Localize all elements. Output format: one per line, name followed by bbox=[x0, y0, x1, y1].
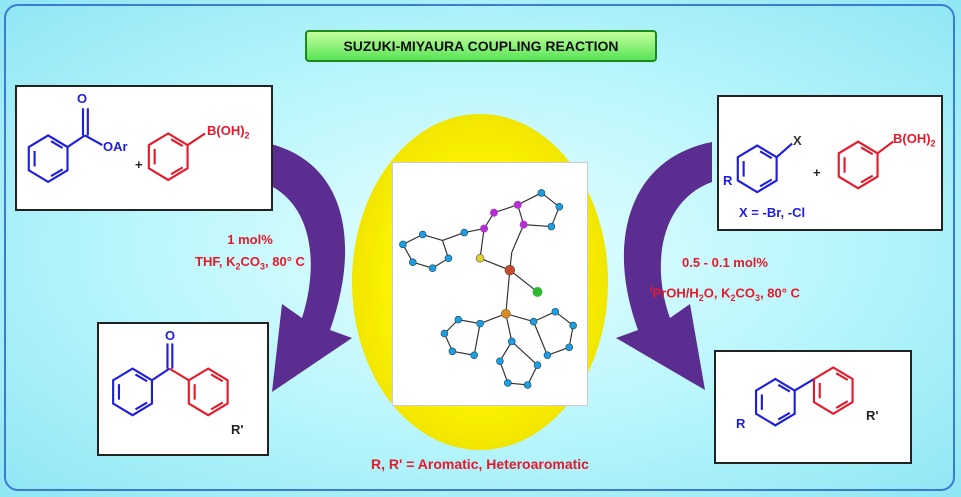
left-catalyst-loading: 1 mol% bbox=[227, 232, 273, 247]
right-arrow bbox=[616, 142, 712, 390]
right-conditions: iPrOH/H2O, K2CO3, 80° C bbox=[650, 284, 800, 303]
reactant-r-group: R bbox=[723, 173, 733, 188]
left-reactants-box: O OAr + B(OH)2 bbox=[15, 85, 273, 211]
product-r-group: R bbox=[736, 416, 746, 431]
crystal-structure-icon bbox=[399, 189, 577, 389]
biaryl-product-icon bbox=[755, 366, 854, 427]
carbonyl-oxygen-label: O bbox=[77, 91, 88, 106]
plus-sign-right: + bbox=[813, 165, 821, 180]
product-carbonyl-oxygen: O bbox=[165, 328, 176, 343]
ester-group-label: OAr bbox=[103, 139, 128, 154]
right-product-box: R R' bbox=[714, 350, 912, 464]
boronic-acid-label: B(OH)2 bbox=[207, 123, 250, 141]
plus-sign: + bbox=[135, 157, 143, 172]
halogen-definition: X = -Br, -Cl bbox=[739, 205, 806, 220]
aryl-halide-and-boronic-acid-icon bbox=[736, 140, 894, 194]
crystal-structure-box bbox=[392, 162, 588, 406]
right-reactants-box: X R + B(OH)2 X = -Br, -Cl bbox=[717, 95, 943, 231]
left-conditions: THF, K2CO3, 80° C bbox=[195, 254, 305, 272]
left-product-box: O R' bbox=[97, 322, 269, 456]
left-arrow bbox=[262, 142, 352, 392]
boronic-acid-label-right: B(OH)2 bbox=[893, 131, 936, 149]
halogen-label: X bbox=[793, 133, 802, 148]
benzoate-and-boronic-acid-icon bbox=[27, 108, 206, 184]
title-banner: SUZUKI-MIYAURA COUPLING REACTION bbox=[305, 30, 657, 62]
product-substituent-label: R' bbox=[231, 422, 244, 437]
product-substituent-right: R' bbox=[866, 408, 879, 423]
outer-frame bbox=[4, 4, 955, 491]
ketone-product-icon bbox=[112, 343, 229, 417]
footer-definition: R, R' = Aromatic, Heteroaromatic bbox=[371, 456, 589, 472]
right-catalyst-loading: 0.5 - 0.1 mol% bbox=[682, 255, 768, 270]
